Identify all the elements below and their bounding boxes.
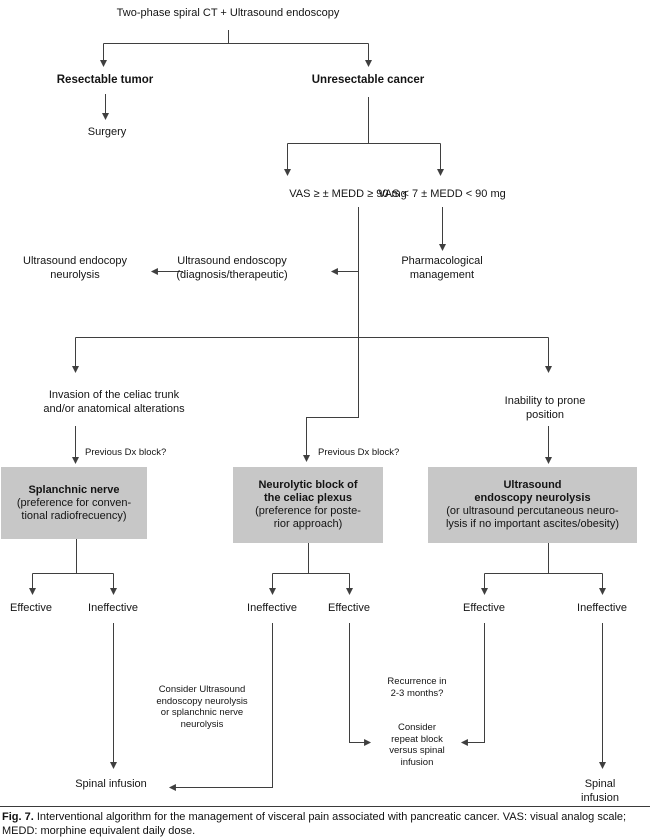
outcome-effective-middle: Effective [328, 602, 370, 614]
node-surgery: Surgery [87, 126, 127, 138]
node-spinal-infusion-left: Spinal infusion [75, 778, 147, 790]
node-ultrasound-endoscopy-diagnostic: Ultrasound endoscopy (diagnosis/therapeu… [176, 255, 288, 281]
outcome-ineffective-left: Ineffective [88, 602, 138, 614]
box-ultrasound-endoscopy-neurolysis: Ultrasound endoscopy neurolysis (or ultr… [428, 467, 637, 543]
outcome-effective-left: Effective [10, 602, 52, 614]
node-unresectable-cancer: Unresectable cancer [311, 74, 425, 86]
outcome-effective-right: Effective [463, 602, 505, 614]
node-ultrasound-endocopy-neurolysis: Ultrasound endocopy neurolysis [23, 255, 127, 281]
box-subtitle: (or ultrasound percutaneous neuro- lysis… [445, 505, 619, 530]
node-inability-prone-position: Inability to prone position [504, 395, 586, 421]
caption-text: Interventional algorithm for the managem… [2, 811, 627, 837]
node-invasion-celiac-trunk: Invasion of the celiac trunk and/or anat… [43, 389, 185, 415]
outcome-ineffective-right: Ineffective [577, 602, 627, 614]
box-neurolytic-celiac-plexus: Neurolytic block of the celiac plexus (p… [233, 467, 383, 543]
node-two-phase-ct: Two-phase spiral CT + Ultrasound endosco… [116, 7, 340, 19]
caption-fig-label: Fig. 7. [2, 811, 34, 823]
note-consider-repeat-block: Consider repeat block versus spinal infu… [389, 722, 445, 768]
figure-caption: Fig. 7. Interventional algorithm for the… [0, 806, 650, 838]
box-splanchnic-nerve: Splanchnic nerve (preference for conven-… [1, 467, 147, 539]
box-title: Neurolytic block of the celiac plexus [258, 479, 358, 504]
box-subtitle: (preference for poste- rior approach) [255, 505, 361, 530]
note-recurrence: Recurrence in 2-3 months? [387, 676, 447, 699]
node-resectable-tumor: Resectable tumor [56, 74, 154, 86]
note-consider-ue-neurolysis: Consider Ultrasound endoscopy neurolysis… [156, 684, 248, 730]
node-spinal-infusion-right: Spinal infusion [581, 778, 619, 804]
outcome-ineffective-middle: Ineffective [247, 602, 297, 614]
box-subtitle: (preference for conven- tional radiofrec… [16, 496, 132, 522]
label-previous-dx-block-left: Previous Dx block? [85, 447, 167, 458]
box-title: Ultrasound endoscopy neurolysis [474, 479, 591, 504]
label-previous-dx-block-middle: Previous Dx block? [318, 447, 400, 458]
node-vas-high: VAS ≥ ± MEDD ≥ 90 mg [289, 188, 407, 200]
node-vas-low: VAS < 7 ± MEDD < 90 mg [378, 188, 506, 200]
node-pharmacological-management: Pharmacological management [401, 255, 483, 281]
box-title: Splanchnic nerve [28, 483, 120, 496]
